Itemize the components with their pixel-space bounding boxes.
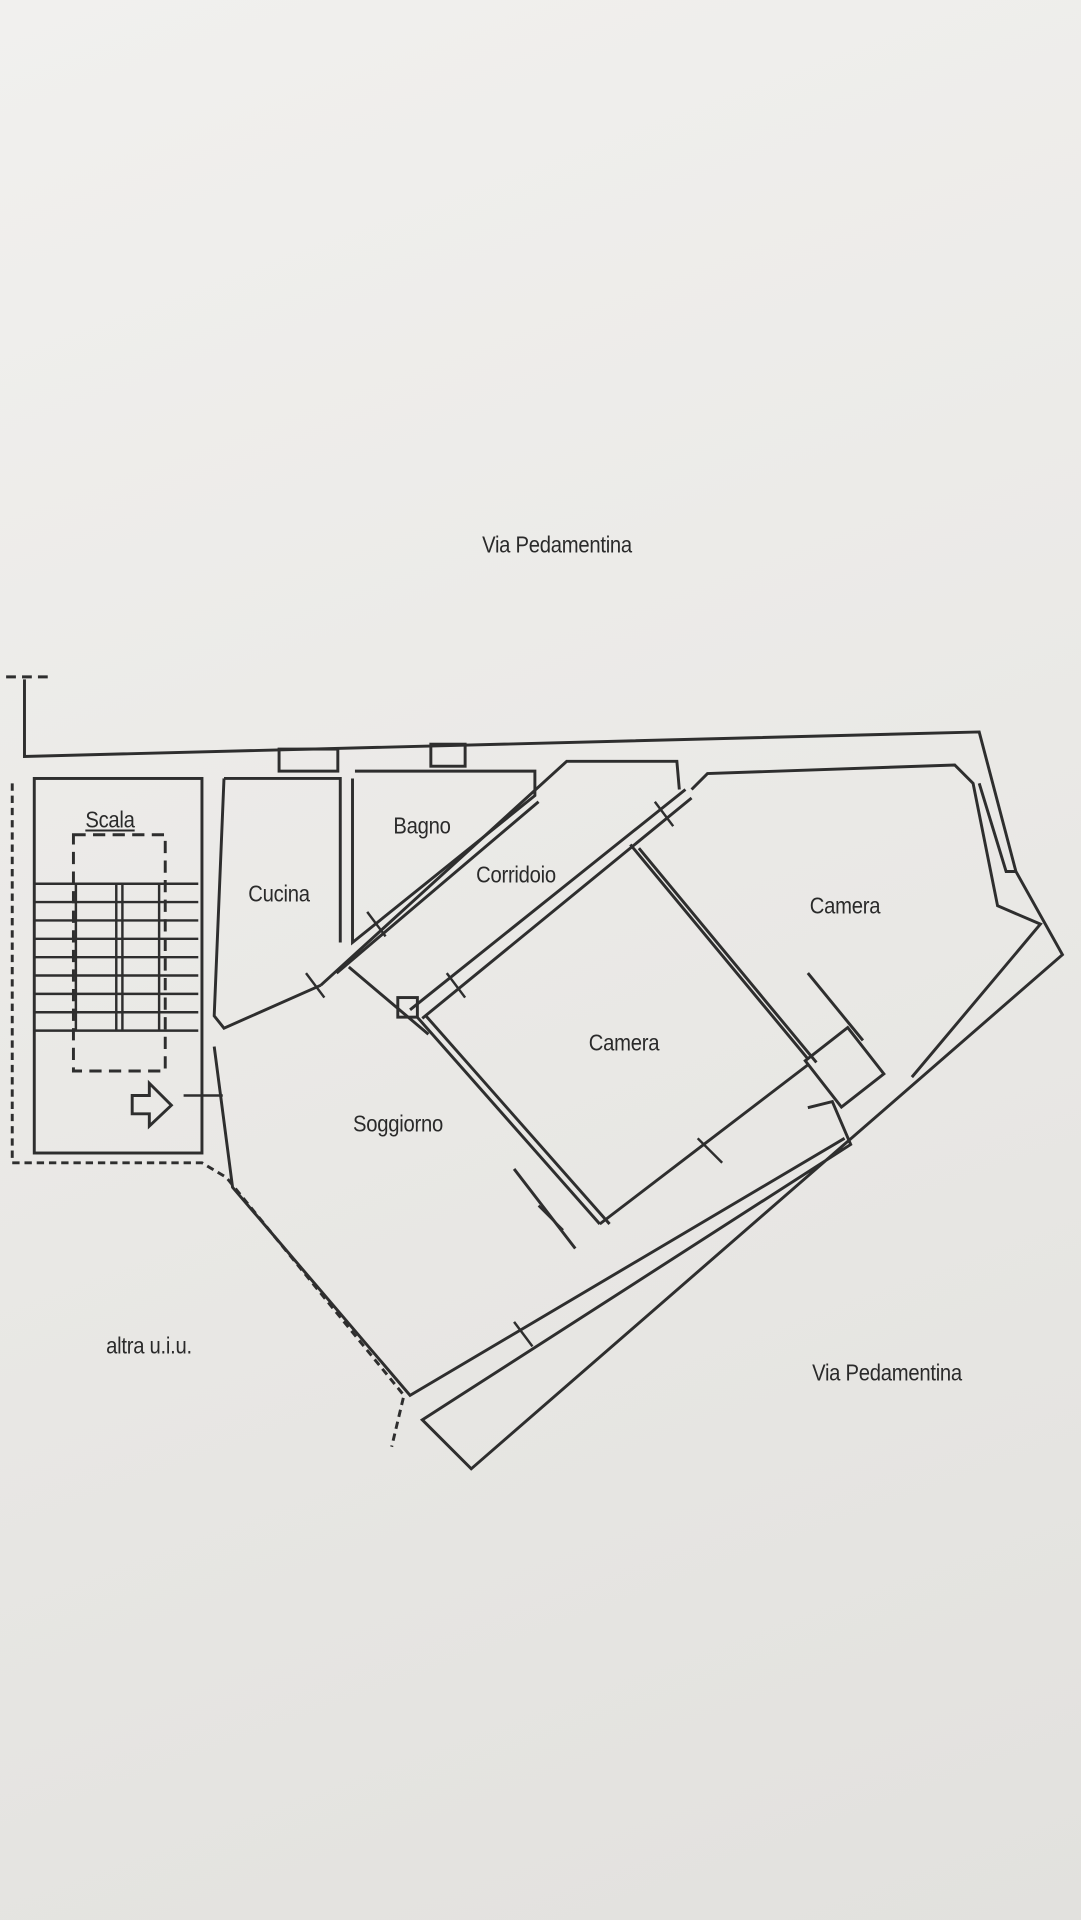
entrance-arrow-icon <box>130 1079 174 1130</box>
room-label-camera-middle: Camera <box>588 1029 660 1056</box>
dashed-boundary <box>10 783 406 1448</box>
bagno-wall <box>351 769 537 946</box>
room-label-cucina: Cucina <box>248 880 310 907</box>
room-label-camera-right: Camera <box>809 892 881 919</box>
stair-steps <box>34 882 199 1032</box>
stair-walls <box>32 776 204 1155</box>
outer-wall <box>23 679 1065 1471</box>
room-label-corridoio: Corridoio <box>476 861 556 888</box>
cucina-wall <box>212 778 322 1030</box>
window-marker <box>429 742 467 768</box>
stair-dashed-outline <box>71 833 167 1073</box>
corridor-wall <box>335 800 540 975</box>
camera-wall <box>415 1014 601 1225</box>
closet <box>803 1025 886 1110</box>
corridor-wall <box>409 788 687 1011</box>
door-ticks <box>183 800 724 1348</box>
other-unit-label: altra u.i.u. <box>106 1332 192 1359</box>
street-label-top: Via Pedamentina <box>482 531 632 558</box>
street-label-bottom: Via Pedamentina <box>812 1359 962 1386</box>
camera-wall <box>629 843 809 1060</box>
corridor-wall <box>319 759 681 987</box>
room-label-soggiorno: Soggiorno <box>353 1110 443 1137</box>
camera-wall <box>424 1014 611 1225</box>
corridor-wall <box>421 796 693 1020</box>
partition <box>806 972 865 1042</box>
room-label-scala: Scala <box>85 806 135 833</box>
bay-window <box>977 782 1016 873</box>
window-marker <box>277 747 340 773</box>
soggiorno-wall <box>212 1046 846 1398</box>
camera-wall <box>637 847 818 1064</box>
partition <box>347 965 430 1036</box>
room-label-bagno: Bagno <box>393 812 451 839</box>
cucina-wall <box>223 776 342 943</box>
camera-right-wall <box>690 763 1043 1079</box>
partition <box>512 1168 577 1250</box>
